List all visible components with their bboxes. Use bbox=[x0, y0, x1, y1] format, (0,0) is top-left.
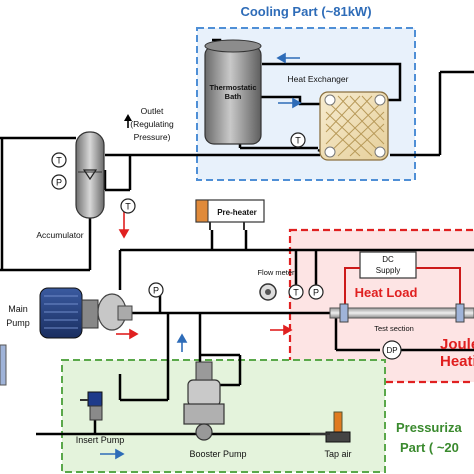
flow-meter-label: Flow meter bbox=[257, 268, 295, 277]
insert-pump-label: Insert Pump bbox=[76, 435, 125, 445]
test-section-label: Test section bbox=[374, 324, 414, 333]
sensor-t-accumulator: T bbox=[56, 156, 62, 166]
main-pump-label-line2: Pump bbox=[6, 318, 30, 328]
main-pump bbox=[39, 287, 133, 339]
cooling-part-title: Cooling Part (~81kW) bbox=[240, 4, 371, 19]
sensor-p-inlet: P bbox=[313, 288, 319, 298]
dc-supply: DC Supply bbox=[359, 251, 417, 279]
heating-label: Heating bbox=[440, 353, 474, 370]
insert-pump bbox=[80, 391, 103, 421]
flow-meter bbox=[259, 283, 277, 301]
tap-air-valve bbox=[310, 411, 351, 443]
preheater: Pre-heater bbox=[195, 199, 265, 230]
sensor-dp: DP bbox=[386, 346, 397, 355]
preheater-label: Pre-heater bbox=[217, 208, 257, 217]
thermostatic-bath: Thermostatic Bath bbox=[204, 39, 262, 145]
dc-supply-label-line2: Supply bbox=[376, 266, 400, 275]
heat-exchanger-label: Heat Exchanger bbox=[288, 74, 349, 84]
bath-label-line1: Thermostatic bbox=[209, 83, 256, 92]
instrument-sensors bbox=[51, 132, 402, 360]
sensor-p-accumulator: P bbox=[56, 178, 62, 188]
booster-pump-label: Booster Pump bbox=[189, 449, 246, 459]
heat-load-wiring bbox=[344, 267, 461, 306]
bath-label-line2: Bath bbox=[225, 92, 242, 101]
outlet-label-line3: Pressure) bbox=[134, 132, 171, 142]
outlet-label-line2: (Regulating bbox=[130, 119, 174, 129]
test-section-rod bbox=[329, 303, 474, 323]
main-pump-label-line1: Main bbox=[8, 304, 28, 314]
blue-flow-arrow bbox=[100, 333, 188, 460]
booster-pump bbox=[183, 361, 225, 441]
tap-air-label: Tap air bbox=[324, 449, 351, 459]
heat-exchanger bbox=[319, 91, 389, 161]
heat-load-label: Heat Load bbox=[355, 285, 418, 300]
joule-label: Joule bbox=[440, 336, 474, 353]
accumulator-label: Accumulator bbox=[36, 230, 83, 240]
pressurization-title-line2: Part ( ~20 bbox=[400, 440, 459, 455]
sensor-p-pump-discharge: P bbox=[153, 286, 159, 296]
dc-supply-label-line1: DC bbox=[382, 255, 394, 264]
sensor-t-inlet: T bbox=[293, 288, 299, 298]
sensor-t-cooling: T bbox=[295, 136, 301, 146]
red-flow-arrows bbox=[116, 212, 293, 340]
sensor-t-outlet: T bbox=[125, 202, 131, 212]
accumulator-vessel bbox=[75, 131, 105, 219]
outlet-label-line1: Outlet bbox=[141, 106, 164, 116]
left-edge-vessel bbox=[0, 344, 7, 386]
pressurization-title-line1: Pressuriza bbox=[396, 420, 463, 435]
cooling-flow-arrows bbox=[276, 52, 302, 109]
